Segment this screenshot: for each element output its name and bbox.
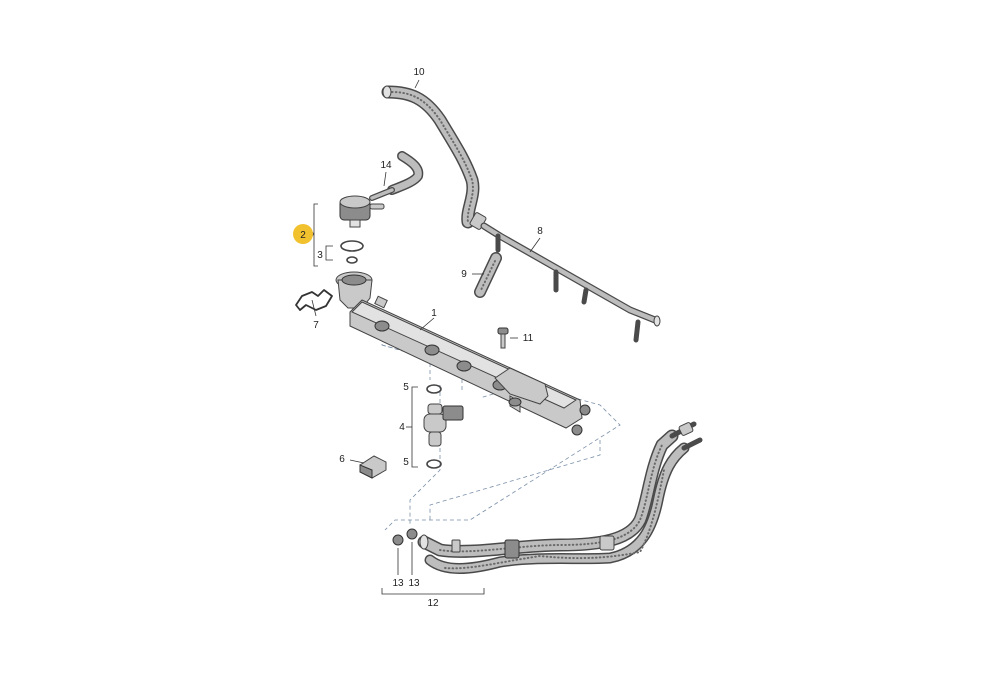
retaining-clip-7[interactable] xyxy=(295,289,333,311)
hose-9[interactable] xyxy=(474,252,502,298)
callout-9[interactable]: 9 xyxy=(461,269,467,280)
hose-10[interactable] xyxy=(381,85,487,230)
assembly-guide-lines xyxy=(381,330,621,531)
callout-2-highlight xyxy=(293,224,313,244)
callout-4[interactable]: 4 xyxy=(399,422,405,433)
callout-2[interactable]: 2 xyxy=(300,230,306,241)
leader-lines xyxy=(307,79,541,595)
callout-12[interactable]: 12 xyxy=(427,598,439,609)
callout-10[interactable]: 10 xyxy=(413,67,425,78)
callout-8[interactable]: 8 xyxy=(537,226,543,237)
hose-clamps-13[interactable] xyxy=(392,528,418,546)
callout-11[interactable]: 11 xyxy=(523,333,534,344)
callout-14[interactable]: 14 xyxy=(380,160,392,171)
fuel-lines-12[interactable] xyxy=(417,421,703,574)
callout-7[interactable]: 7 xyxy=(313,320,319,331)
callout-3[interactable]: 3 xyxy=(317,250,323,261)
rail-clamps[interactable] xyxy=(571,404,591,436)
callout-13b[interactable]: 13 xyxy=(408,578,420,589)
pipe-8[interactable] xyxy=(480,222,661,343)
bolt-11[interactable] xyxy=(497,327,509,349)
injector-4[interactable] xyxy=(423,384,464,469)
callout-13a[interactable]: 13 xyxy=(392,578,404,589)
clip-6[interactable] xyxy=(359,455,387,479)
hose-14[interactable] xyxy=(369,151,424,201)
callout-1[interactable]: 1 xyxy=(431,308,437,319)
seal-rings-3[interactable] xyxy=(340,240,364,264)
callout-5a[interactable]: 5 xyxy=(403,382,409,393)
callout-labels: 1 2 3 4 5 5 6 7 8 9 10 11 12 13 13 14 xyxy=(300,67,543,609)
callout-5b[interactable]: 5 xyxy=(403,457,409,468)
callout-6[interactable]: 6 xyxy=(339,454,345,465)
pressure-regulator-2[interactable] xyxy=(339,195,385,228)
fuel-rail-1[interactable] xyxy=(335,271,583,429)
